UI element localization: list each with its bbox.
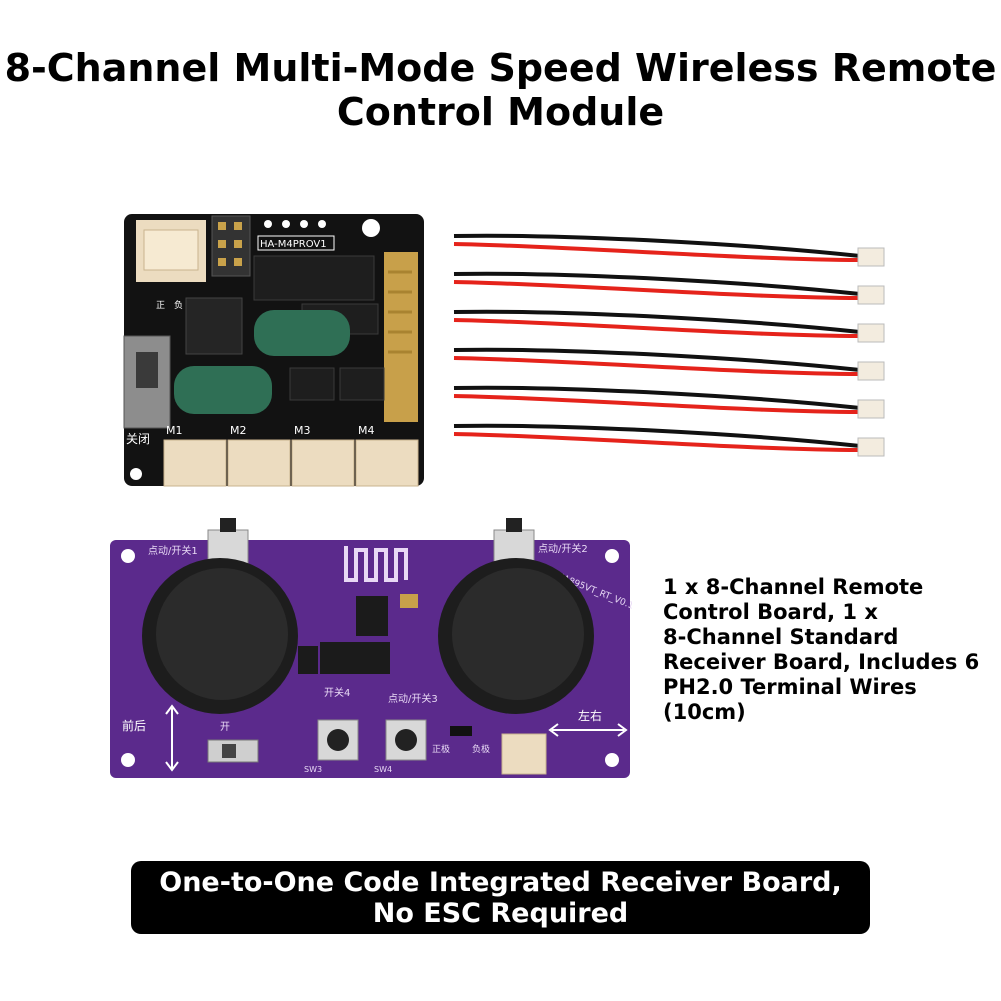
caption-line-3: 8-Channel Standard — [663, 625, 899, 649]
wire-set — [453, 233, 885, 457]
caption-line-6: (10cm) — [663, 700, 746, 724]
remote-board-image: 点动/开关1 点动/开关2 HA895VT_RT_V0.13 开关4 点动/开关… — [110, 518, 632, 778]
ph2-connector — [857, 361, 885, 381]
receiver-model-label: HA-M4PROV1 — [260, 239, 327, 250]
forward-back-label: 前后 — [122, 718, 146, 733]
caption-line-2: Control Board, 1 x — [663, 600, 878, 624]
title-line-1: 8-Channel Multi-Mode Speed Wireless Remo… — [4, 46, 997, 90]
receiver-board-image: HA-M4PROV1 关闭 正 负 M1 M2 M3 M4 — [123, 214, 424, 487]
terminal-wires-image — [453, 233, 885, 457]
caption-line-4: Receiver Board, Includes 6 — [663, 650, 980, 674]
remote-button4-label: 开关4 — [324, 686, 350, 699]
terminal-wire — [453, 423, 885, 457]
receiver-neg-label: 负 — [174, 299, 183, 311]
package-contents-caption: 1 x 8-Channel Remote Control Board, 1 x … — [663, 575, 993, 725]
motor-port-m4: M4 — [358, 424, 375, 437]
motor-port-m3: M3 — [294, 424, 311, 437]
ph2-connector — [857, 437, 885, 457]
banner-line-2: No ESC Required — [372, 897, 629, 929]
terminal-wire — [453, 385, 885, 419]
ph2-connector — [857, 399, 885, 419]
caption-line-5: PH2.0 Terminal Wires — [663, 675, 917, 699]
ph2-connector — [857, 247, 885, 267]
banner-line-1: One-to-One Code Integrated Receiver Boar… — [159, 866, 842, 898]
motor-port-m2: M2 — [230, 424, 247, 437]
terminal-wire — [453, 271, 885, 305]
ph2-connector — [857, 323, 885, 343]
sw4-label: SW4 — [374, 765, 392, 774]
remote-button1-label: 点动/开关1 — [148, 544, 198, 557]
remote-button2-label: 点动/开关2 — [538, 542, 588, 555]
receiver-switch-label: 关闭 — [126, 432, 150, 446]
product-title: 8-Channel Multi-Mode Speed Wireless Remo… — [0, 46, 1001, 134]
power-on-label: 开 — [220, 722, 230, 733]
remote-button3-label: 点动/开关3 — [388, 692, 438, 705]
terminal-wire — [453, 347, 885, 381]
left-right-label: 左右 — [578, 708, 602, 723]
motor-port-m1: M1 — [166, 424, 183, 437]
title-line-2: Control Module — [336, 90, 665, 134]
terminal-wire — [453, 309, 885, 343]
feature-banner: One-to-One Code Integrated Receiver Boar… — [131, 861, 870, 934]
pos-label: 正极 — [432, 743, 450, 755]
receiver-pos-label: 正 — [156, 301, 165, 311]
ph2-connector — [857, 285, 885, 305]
sw3-label: SW3 — [304, 765, 322, 774]
neg-label: 负极 — [472, 743, 490, 755]
terminal-wire — [453, 233, 885, 267]
caption-line-1: 1 x 8-Channel Remote — [663, 575, 924, 599]
